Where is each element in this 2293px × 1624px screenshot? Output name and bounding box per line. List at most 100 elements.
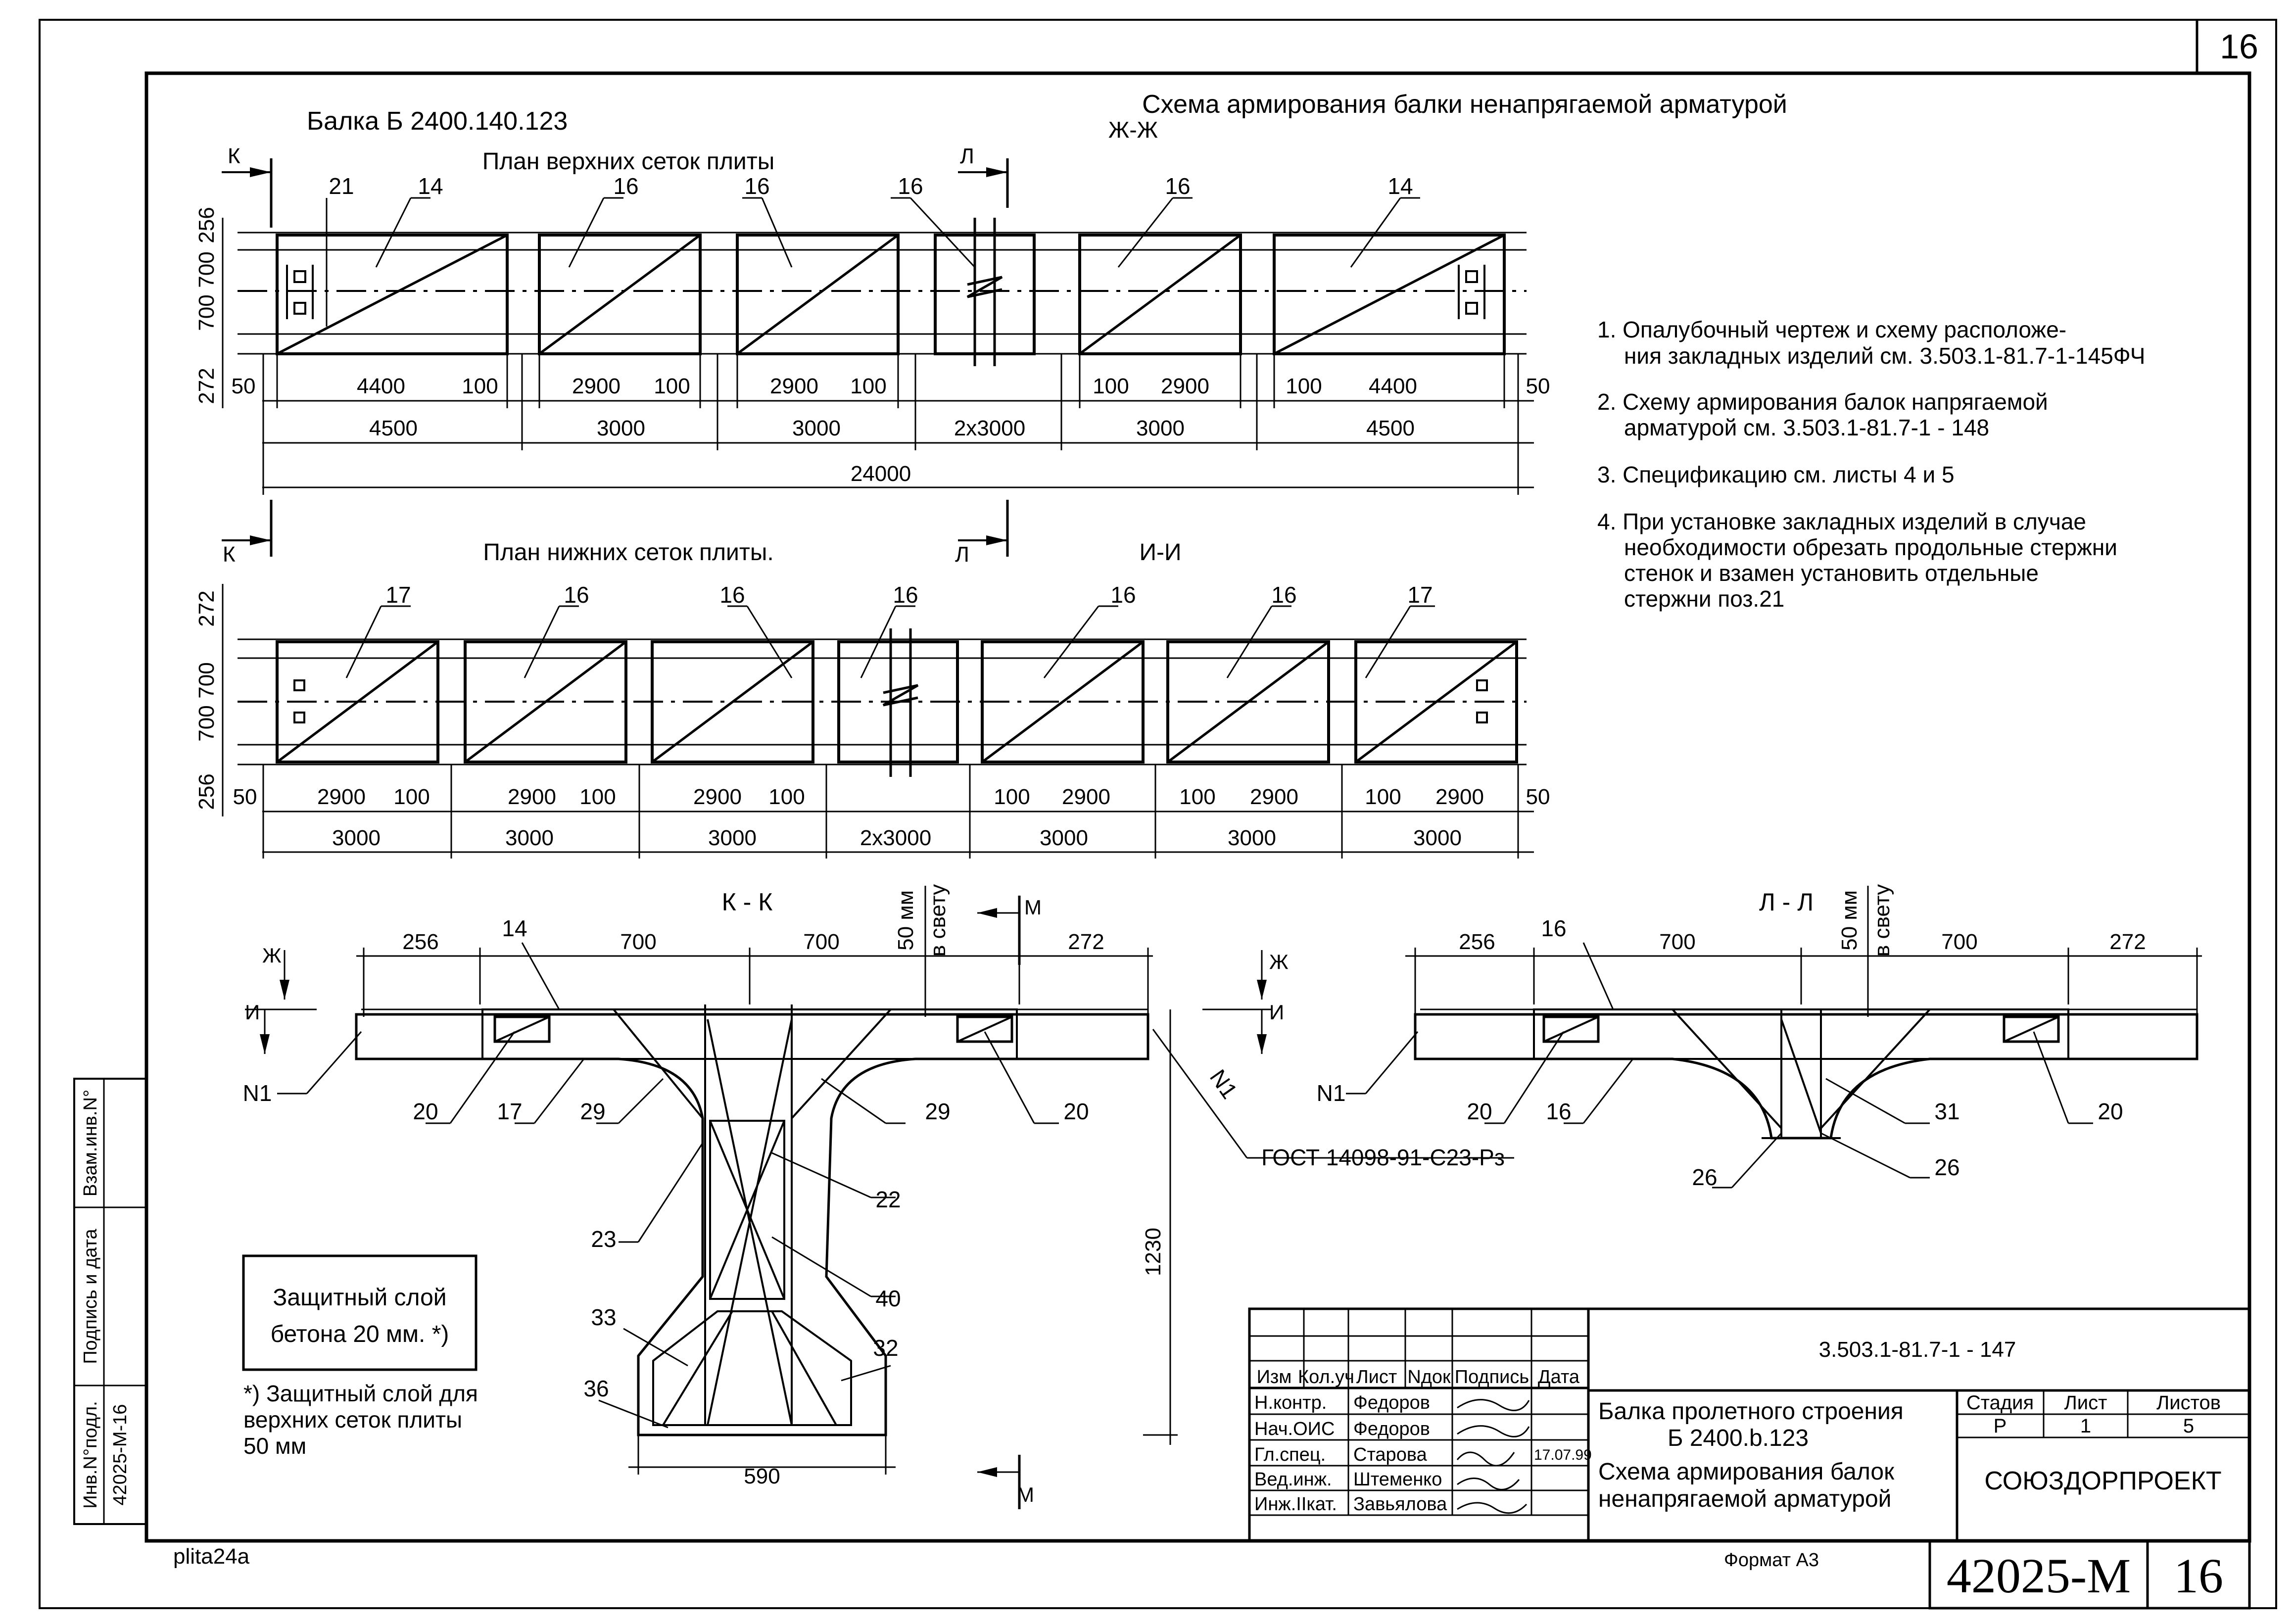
svg-text:50 мм: 50 мм (894, 890, 918, 951)
note-1-a: 1. Опалубочный чертеж и схему расположе- (1597, 317, 2066, 342)
note-2-a: 2. Схему армирования балок напрягаемой (1597, 389, 2048, 415)
top-left-dim-256: 256 (194, 207, 219, 243)
svg-text:4500: 4500 (1366, 416, 1415, 440)
section-ii-label: И-И (1140, 539, 1182, 566)
svg-text:1: 1 (2080, 1415, 2091, 1437)
document-number: 42025-М (1947, 1548, 2131, 1603)
svg-text:Балка пролетного строения: Балка пролетного строения (1598, 1398, 1904, 1425)
svg-text:Н.контр.: Н.контр. (1254, 1392, 1327, 1413)
svg-text:2900: 2900 (508, 785, 556, 809)
svg-text:Федоров: Федоров (1353, 1392, 1430, 1413)
svg-text:40: 40 (875, 1286, 901, 1311)
svg-text:Ж: Ж (1269, 950, 1289, 973)
svg-text:К: К (223, 542, 236, 567)
top-mark-16-d: 16 (1165, 173, 1190, 199)
top-mark-16-b: 16 (744, 173, 769, 199)
svg-text:Б 2400.b.123: Б 2400.b.123 (1668, 1425, 1809, 1451)
svg-text:2900: 2900 (1250, 785, 1298, 809)
svg-text:Взам.инв.N°: Взам.инв.N° (80, 1090, 101, 1196)
kk-bottom-width-dim: 590 (744, 1464, 780, 1488)
approval-date: 17.07.99 (1534, 1447, 1592, 1463)
top-mark-16-a: 16 (613, 173, 638, 199)
svg-text:50: 50 (1526, 374, 1550, 398)
protective-layer-line1: Защитный слой (273, 1285, 446, 1311)
svg-text:Федоров: Федоров (1353, 1419, 1430, 1439)
organization-name: СОЮЗДОРПРОЕКТ (1984, 1467, 2221, 1495)
svg-text:50: 50 (1526, 785, 1550, 809)
svg-text:100: 100 (462, 374, 498, 398)
section-zh-zh-label: Ж-Ж (1108, 117, 1158, 143)
bottom-mark-16-b: 16 (719, 582, 745, 608)
svg-text:23: 23 (591, 1226, 616, 1252)
svg-text:4400: 4400 (357, 374, 405, 398)
svg-text:Инв.N°подл.: Инв.N°подл. (80, 1401, 101, 1508)
signatures (1456, 1399, 1530, 1514)
svg-text:N1: N1 (1317, 1080, 1346, 1106)
svg-text:100: 100 (1286, 374, 1322, 398)
svg-text:26: 26 (1934, 1154, 1959, 1180)
drawing-title: Схема армирования балки ненапрягаемой ар… (1142, 90, 1787, 119)
svg-text:33: 33 (591, 1304, 616, 1330)
sheet-number: 16 (2174, 1548, 2223, 1603)
bottom-plan: 17 16 16 16 16 16 17 272 700 700 256 50 … (194, 582, 1550, 859)
svg-text:2900: 2900 (1435, 785, 1484, 809)
bottom-mark-17-right: 17 (1407, 582, 1433, 608)
svg-text:700: 700 (620, 930, 656, 954)
svg-text:3000: 3000 (1040, 826, 1088, 850)
svg-text:Дата: Дата (1538, 1367, 1580, 1387)
svg-text:Инж.IIкат.: Инж.IIкат. (1254, 1494, 1337, 1515)
cut-marker-k-mid: К (222, 500, 273, 567)
svg-text:3000: 3000 (332, 826, 381, 850)
svg-text:700: 700 (803, 930, 839, 954)
svg-text:3000: 3000 (505, 826, 554, 850)
gost-reference: ГОСТ 14098-91-С23-Рз (1261, 1145, 1505, 1170)
svg-text:Гл.спец.: Гл.спец. (1254, 1444, 1326, 1465)
svg-text:2900: 2900 (693, 785, 742, 809)
svg-text:Кол.уч: Кол.уч (1298, 1367, 1354, 1387)
svg-text:Nдок: Nдок (1407, 1367, 1451, 1387)
side-stamp: Взам.инв.N° Подпись и дата Инв.N°подл. 4… (73, 1078, 147, 1525)
svg-text:Подпись и дата: Подпись и дата (80, 1228, 101, 1364)
top-mark-21: 21 (329, 173, 354, 199)
svg-text:3000: 3000 (1136, 416, 1185, 440)
top-left-dim-700-a: 700 (194, 251, 219, 287)
section-ll-label: Л - Л (1759, 888, 1814, 916)
bottom-plan-title: План нижних сеток плиты. (483, 539, 773, 566)
svg-text:Старова: Старова (1353, 1444, 1428, 1465)
beam-label: Балка Б 2400.140.123 (307, 107, 568, 136)
svg-text:М: М (1024, 896, 1042, 919)
svg-text:*) Защитный слой для: *) Защитный слой для (243, 1381, 478, 1406)
svg-text:3000: 3000 (597, 416, 645, 440)
svg-text:22: 22 (875, 1187, 901, 1212)
svg-text:3000: 3000 (792, 416, 841, 440)
bottom-mark-16-c: 16 (893, 582, 918, 608)
svg-text:100: 100 (1179, 785, 1215, 809)
bottom-mark-17-left: 17 (385, 582, 411, 608)
svg-text:50: 50 (233, 785, 257, 809)
svg-text:Лист: Лист (2064, 1392, 2107, 1414)
svg-text:700: 700 (1941, 930, 1977, 954)
svg-text:256: 256 (402, 930, 438, 954)
section-kk: К - К 256 700 700 50 мм в свету 272 (243, 884, 1514, 1509)
doc-code: 3.503.1-81.7-1 - 147 (1819, 1337, 2016, 1362)
bottom-left-dim-272: 272 (194, 590, 219, 626)
svg-text:100: 100 (1365, 785, 1401, 809)
svg-text:Л: Л (955, 542, 969, 567)
svg-text:3000: 3000 (708, 826, 757, 850)
svg-text:272: 272 (1068, 930, 1104, 954)
cut-marker-k-top: К (222, 144, 273, 228)
svg-text:3000: 3000 (1413, 826, 1462, 850)
svg-text:100: 100 (850, 374, 886, 398)
svg-text:4500: 4500 (369, 416, 418, 440)
svg-text:256: 256 (1459, 930, 1495, 954)
svg-text:в свету: в свету (926, 884, 950, 956)
svg-text:20: 20 (2098, 1099, 2123, 1124)
svg-text:Р: Р (1994, 1415, 2007, 1437)
svg-text:2x3000: 2x3000 (954, 416, 1025, 440)
general-notes: 1. Опалубочный чертеж и схему расположе-… (1597, 317, 2145, 612)
title-block: Изм Кол.уч Лист Nдок Подпись Дата Н.конт… (1248, 1307, 2251, 1610)
svg-text:700: 700 (1659, 930, 1695, 954)
svg-text:N1: N1 (243, 1080, 272, 1106)
top-mark-14-left: 14 (418, 173, 443, 199)
svg-text:Лист: Лист (1356, 1367, 1397, 1387)
